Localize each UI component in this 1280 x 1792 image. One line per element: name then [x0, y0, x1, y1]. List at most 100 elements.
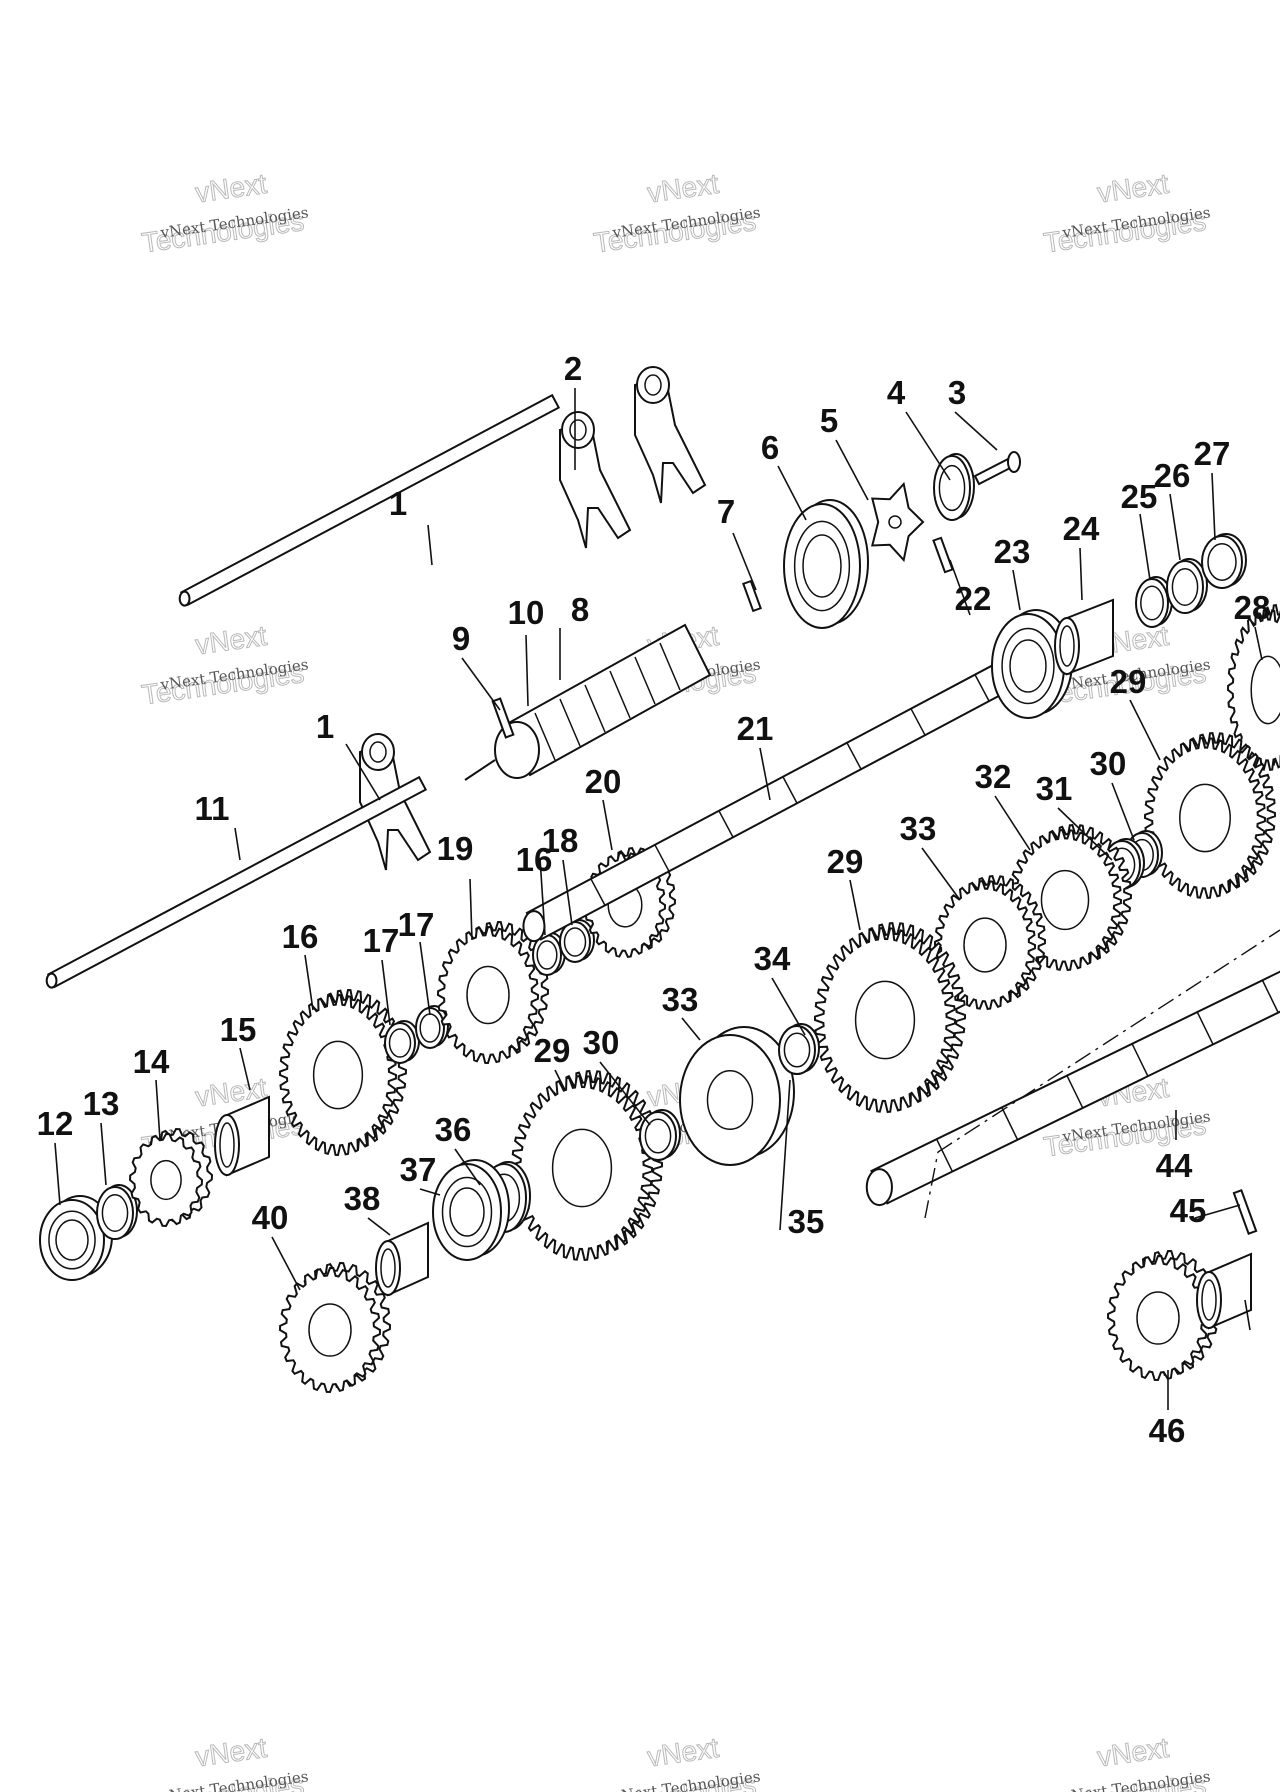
leader-line	[461, 657, 501, 711]
leader-line	[777, 465, 807, 521]
callout-label: 30	[1090, 745, 1127, 782]
leader-line	[525, 634, 529, 707]
leader-line	[681, 1017, 701, 1041]
star-plate	[871, 481, 925, 563]
leader-line	[1012, 569, 1021, 611]
circlip-29c	[778, 1023, 820, 1075]
callout-label: 27	[1194, 435, 1231, 472]
gear-33b	[511, 1070, 663, 1261]
leader-line	[271, 1236, 301, 1291]
callout-label: 15	[220, 1011, 257, 1048]
bearing-6	[783, 499, 869, 629]
leader-line	[469, 878, 473, 941]
gear-18	[436, 920, 550, 1065]
callout-label: 29	[534, 1032, 571, 1069]
parts-layer	[39, 366, 1280, 1394]
callout-label: 28	[1234, 589, 1271, 626]
leader-line	[562, 859, 573, 926]
gear-28	[1143, 732, 1277, 899]
leader-line	[994, 795, 1031, 851]
callout-label: 31	[1036, 770, 1073, 807]
leader-line	[239, 1047, 251, 1091]
callout-label: 29	[1110, 663, 1147, 700]
washer-4	[933, 453, 975, 521]
pin-44	[1232, 1189, 1258, 1235]
leader-line	[759, 747, 771, 801]
leader-line	[234, 827, 241, 861]
leader-line	[345, 743, 381, 801]
callout-label: 37	[400, 1151, 437, 1188]
circlip-17b	[532, 932, 566, 976]
bushing-37	[375, 1221, 429, 1297]
callout-label: 16	[516, 841, 553, 878]
circlip-29b	[639, 1109, 681, 1161]
leader-line	[100, 1122, 107, 1186]
watermark-big-1: vNext	[193, 620, 268, 661]
callout-label: 11	[195, 790, 230, 827]
callout-label: 34	[754, 940, 791, 977]
collar-23	[1054, 598, 1114, 676]
callout-label: 1	[316, 708, 334, 745]
leader-line	[921, 847, 961, 901]
watermark-big-1: vNext	[193, 168, 268, 209]
callout-label: 38	[344, 1180, 381, 1217]
leader-line	[419, 1188, 441, 1196]
callout-label: 17	[398, 906, 435, 943]
leader-line	[1129, 699, 1161, 761]
callout-label: 13	[83, 1085, 120, 1122]
bearing-36	[432, 1159, 510, 1261]
callout-label: 36	[435, 1111, 472, 1148]
leader-line	[454, 1148, 481, 1186]
callout-label: 8	[571, 591, 589, 628]
countershaft-40	[865, 970, 1280, 1207]
callout-label: 35	[788, 1203, 825, 1240]
callout-label: 45	[1170, 1192, 1207, 1229]
pin-21	[932, 536, 954, 574]
leader-lines	[54, 388, 1263, 1410]
leader-line	[771, 977, 806, 1036]
gear-38	[278, 1261, 392, 1394]
callout-label: 46	[1149, 1412, 1186, 1449]
leader-line	[849, 879, 861, 931]
callout-label: 17	[363, 922, 400, 959]
leader-line	[1194, 1204, 1241, 1219]
leader-line	[1079, 547, 1083, 601]
gear-15	[278, 988, 408, 1157]
leader-line	[954, 411, 998, 451]
callout-label: 30	[583, 1024, 620, 1061]
callout-label: 10	[508, 594, 545, 631]
leader-line	[539, 857, 546, 936]
callout-label: 20	[585, 763, 622, 800]
leader-line	[304, 954, 314, 1011]
leader-line	[367, 1217, 391, 1236]
washer-24	[1135, 576, 1173, 628]
callout-label: 33	[900, 810, 937, 847]
leader-line	[602, 799, 613, 851]
callout-label: 19	[437, 830, 474, 867]
callout-label: 33	[662, 981, 699, 1018]
leader-line	[419, 941, 431, 1016]
watermark-big-1: vNext	[645, 168, 720, 209]
washer-12	[96, 1184, 138, 1240]
callout-label: 40	[252, 1199, 289, 1236]
callout-label: 5	[820, 402, 838, 439]
leader-line	[155, 1079, 161, 1141]
callout-label: 18	[542, 822, 579, 859]
leader-line	[949, 559, 971, 616]
washer-16	[384, 1020, 420, 1064]
callout-label: 24	[1063, 510, 1100, 547]
callout-label: 4	[887, 374, 906, 411]
callout-label: 44	[1156, 1147, 1193, 1184]
bushing-14	[214, 1095, 270, 1177]
leader-line	[599, 1061, 651, 1126]
leader-line	[427, 524, 433, 566]
callout-label: 21	[737, 710, 774, 747]
callout-label: 32	[975, 758, 1012, 795]
callout-label: 29	[827, 843, 864, 880]
gear-13	[128, 1127, 214, 1228]
